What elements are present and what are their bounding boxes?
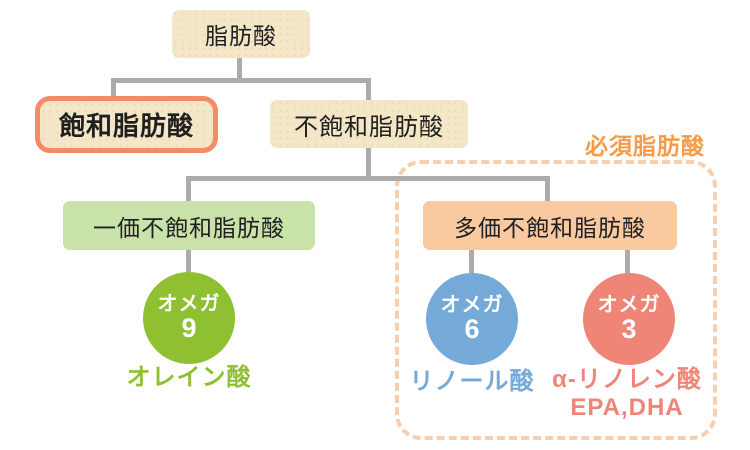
- omega-9-circle: オメガ 9: [143, 272, 235, 364]
- alpha-linolenic-acid-label: α-リノレン酸 EPA,DHA: [536, 366, 718, 421]
- oleic-acid-label: オレイン酸: [126, 364, 252, 391]
- omega-9-word: オメガ: [157, 293, 221, 315]
- omega-6-number: 6: [464, 314, 480, 344]
- omega-3-number: 3: [621, 314, 637, 344]
- omega-3-word: オメガ: [597, 294, 661, 316]
- connector-root-down: [237, 58, 242, 83]
- connector-poly-to-omega3: [625, 250, 630, 278]
- node-saturated-fatty-acid: 飽和脂肪酸: [35, 96, 218, 153]
- node-unsaturated-fatty-acid: 不飽和脂肪酸: [270, 100, 468, 148]
- omega-6-word: オメガ: [440, 294, 504, 316]
- node-fatty-acid: 脂肪酸: [172, 10, 310, 58]
- alpha-linolenic-acid-line1: α-リノレン酸: [552, 366, 702, 393]
- essential-fatty-acid-label: 必須脂肪酸: [585, 133, 705, 159]
- epa-dha-label: EPA,DHA: [570, 393, 684, 421]
- connector-level1-horizontal: [111, 78, 371, 83]
- connector-poly-to-omega6: [469, 250, 474, 278]
- essential-fatty-acid-group-frame: [395, 160, 717, 440]
- connector-unsaturated-down: [366, 148, 371, 181]
- connector-mono-to-omega9: [186, 250, 191, 278]
- connector-to-mono: [186, 176, 191, 203]
- connector-level2-horizontal: [186, 176, 550, 181]
- connector-to-poly: [545, 176, 550, 203]
- omega-6-circle: オメガ 6: [426, 273, 518, 365]
- linoleic-acid-label: リノール酸: [409, 368, 535, 395]
- connector-to-saturated: [111, 78, 116, 98]
- node-monounsaturated-fatty-acid: 一価不飽和脂肪酸: [63, 201, 315, 250]
- omega-9-number: 9: [181, 313, 197, 343]
- node-polyunsaturated-fatty-acid: 多価不飽和脂肪酸: [423, 201, 677, 250]
- omega-3-circle: オメガ 3: [583, 273, 675, 365]
- connector-to-unsaturated: [366, 78, 371, 102]
